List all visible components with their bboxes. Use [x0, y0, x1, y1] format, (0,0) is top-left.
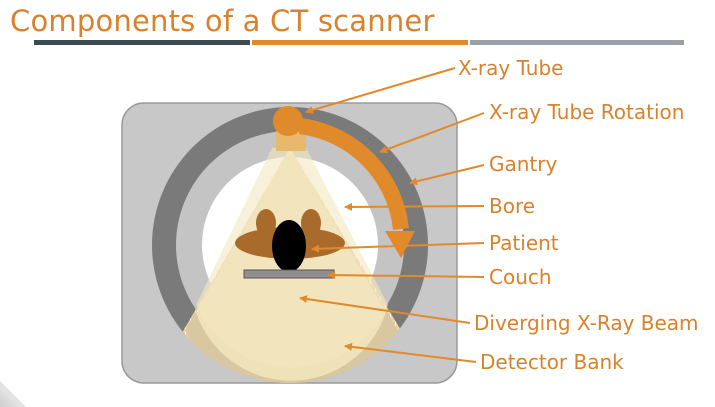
label-xray-tube-rotation: X-ray Tube Rotation	[489, 100, 684, 124]
leader-bore	[344, 202, 485, 211]
leader-detector	[344, 342, 477, 363]
title-underline-dark	[34, 40, 250, 45]
couch	[243, 269, 335, 279]
label-detector-bank: Detector Bank	[480, 350, 624, 374]
leader-couch	[327, 271, 485, 280]
leader-xray-tube	[305, 67, 456, 114]
xray-tube	[273, 106, 303, 136]
label-patient: Patient	[489, 231, 559, 255]
leader-gantry	[409, 164, 485, 186]
label-gantry: Gantry	[489, 152, 557, 176]
label-xray-tube: X-ray Tube	[458, 56, 563, 80]
xray-tube-housing	[276, 131, 306, 151]
xray-tube-rotation-arrow	[298, 118, 409, 230]
label-diverging-beam: Diverging X-Ray Beam	[474, 311, 699, 335]
leader-patient	[311, 242, 485, 253]
leader-rotation	[379, 112, 485, 154]
leader-beam	[299, 295, 471, 324]
label-couch: Couch	[489, 265, 552, 289]
xray-tube-rotation-arrowhead	[385, 231, 415, 258]
title-underline-gray	[470, 40, 684, 45]
title-underline-orange	[252, 40, 468, 45]
patient-head	[272, 220, 306, 272]
patient-left-arm	[256, 209, 276, 237]
patient-right-arm	[301, 209, 321, 237]
label-bore: Bore	[489, 194, 535, 218]
slide-corner-shade	[0, 381, 26, 407]
slide-title: Components of a CT scanner	[10, 4, 435, 38]
